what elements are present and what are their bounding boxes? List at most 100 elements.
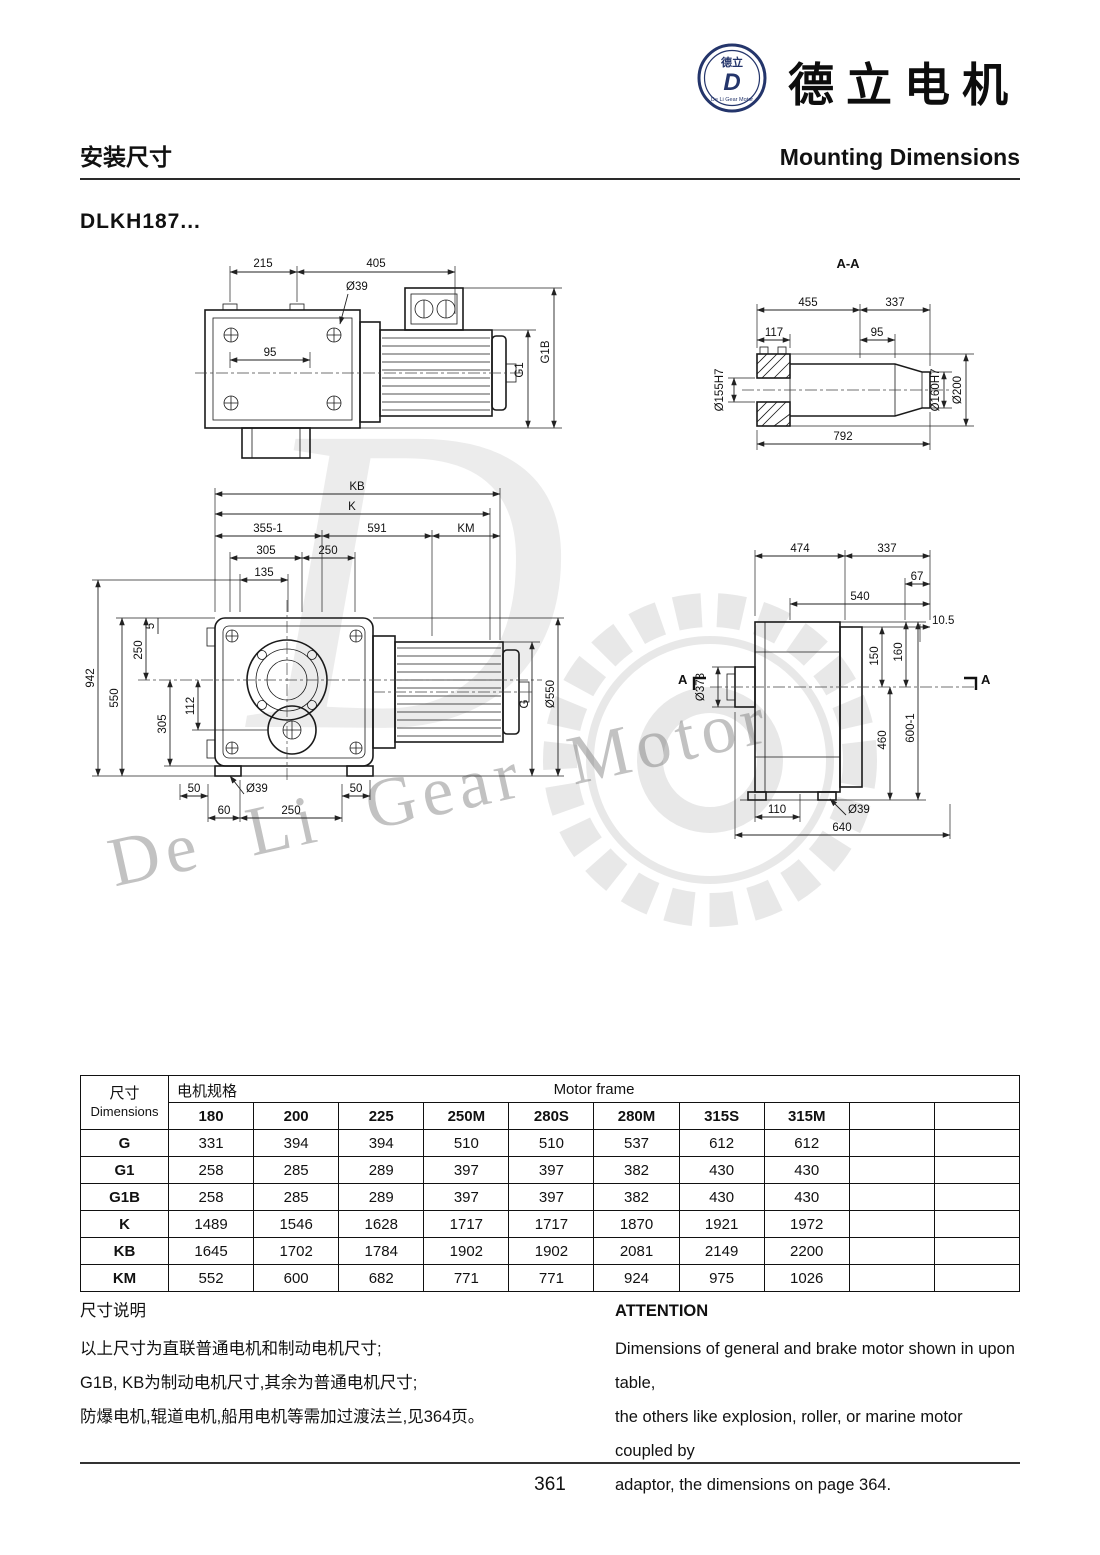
dim-header-cell: 尺寸 Dimensions	[80, 1075, 169, 1130]
dim-label: Ø160H7	[930, 369, 942, 412]
logo-subtext: De Li Gear Motor	[711, 97, 753, 103]
table-cell: 552	[167, 1264, 255, 1292]
table-cell: 258	[167, 1156, 255, 1184]
note-line: Dimensions of general and brake motor sh…	[615, 1340, 1015, 1392]
column-header: 180	[167, 1102, 255, 1130]
dim-label: 5	[145, 623, 157, 629]
notes-english: ATTENTION Dimensions of general and brak…	[615, 1296, 1020, 1502]
table-cell: 430	[678, 1183, 765, 1211]
column-header: 200	[253, 1102, 340, 1130]
centerlines	[138, 600, 542, 780]
brand-logo-icon: 德立 D De Li Gear Motor	[697, 43, 767, 113]
drawing-front-view: KB K 355-1 591 KM 305 250 135 942 550	[85, 481, 564, 822]
table-cell: 1717	[423, 1210, 510, 1238]
table-cell: 1902	[423, 1237, 510, 1265]
dimension-lines: 215 405 Ø39 95 G1 G1B	[229, 258, 562, 429]
dim-label: Ø373	[695, 673, 707, 701]
note-line: the others like explosion, roller, or ma…	[615, 1408, 963, 1460]
dim-label: Ø155H7	[714, 369, 726, 412]
table-cell: 537	[593, 1129, 680, 1157]
dim-label: 792	[833, 431, 852, 443]
dim-label: 550	[109, 688, 121, 707]
table-cell	[848, 1129, 935, 1157]
table-cell: 382	[593, 1183, 680, 1211]
dim-label: 60	[218, 805, 231, 817]
table-cell	[933, 1129, 1021, 1157]
dim-label: 305	[157, 714, 169, 733]
table-cell: 975	[678, 1264, 765, 1292]
dim-label: 135	[254, 567, 273, 579]
dim-label: 95	[871, 327, 884, 339]
drawing-section-aa: A-A 455 337 117	[714, 256, 974, 450]
table-cell: 1902	[508, 1237, 595, 1265]
section-markers: A A	[678, 672, 991, 690]
dim-label: 600-1	[905, 713, 917, 742]
row-label: KM	[80, 1264, 169, 1292]
dim-label: 160	[893, 642, 905, 661]
dim-label: 250	[281, 805, 300, 817]
drawings-area: D De Li Gear Motor	[0, 240, 1100, 1075]
table-cell: 394	[338, 1129, 425, 1157]
column-header: 315S	[678, 1102, 765, 1130]
dimension-lines: 474 337 67 540 10.5 Ø373 150 160 460	[695, 543, 954, 839]
table-cell: 397	[423, 1156, 510, 1184]
model-designation: DLKH187...	[80, 210, 201, 233]
table-cell: 510	[508, 1129, 595, 1157]
table-cell: 924	[593, 1264, 680, 1292]
note-line: 防爆电机,辊道电机,船用电机等需加过渡法兰,见364页。	[80, 1408, 485, 1426]
table-cell: 1026	[763, 1264, 850, 1292]
table-cell	[848, 1183, 935, 1211]
dimension-lines: 455 337 117 95 792 Ø155H7 Ø160H7 Ø200	[714, 297, 974, 450]
table-cell	[933, 1156, 1021, 1184]
table-cell: 2200	[763, 1237, 850, 1265]
note-line: 以上尺寸为直联普通电机和制动电机尺寸;	[80, 1340, 382, 1358]
dim-label: Ø39	[246, 783, 268, 795]
dim-label: 355-1	[253, 523, 282, 535]
dim-label: 67	[911, 571, 924, 583]
dim-label: 10.5	[932, 615, 954, 627]
dim-label: 591	[367, 523, 386, 535]
dim-label: KM	[457, 523, 474, 535]
column-header	[848, 1102, 935, 1130]
table-cell: 771	[508, 1264, 595, 1292]
note-line: G1B, KB为制动电机尺寸,其余为普通电机尺寸;	[80, 1374, 418, 1392]
table-cell: 1702	[253, 1237, 340, 1265]
section-marker-label: A	[981, 672, 991, 687]
table-cell: 600	[253, 1264, 340, 1292]
dim-label: Ø550	[545, 680, 557, 708]
drawing-side-view: 215 405 Ø39 95 G1 G1B	[195, 258, 562, 459]
housing-outline	[206, 617, 374, 777]
table-cell	[848, 1237, 935, 1265]
table-cell: 1489	[167, 1210, 255, 1238]
table-cell: 397	[508, 1156, 595, 1184]
table-cell: 289	[338, 1156, 425, 1184]
table-cell: 1546	[253, 1210, 340, 1238]
title-row: 安装尺寸 Mounting Dimensions	[80, 138, 1020, 172]
gearbox-outline	[204, 303, 361, 459]
column-header: 315M	[763, 1102, 850, 1130]
column-header	[933, 1102, 1021, 1130]
column-header: 225	[338, 1102, 425, 1130]
section-title: A-A	[836, 256, 860, 271]
table-cell	[848, 1156, 935, 1184]
dim-label: 250	[318, 545, 337, 557]
dim-header-cn: 尺寸	[109, 1085, 140, 1102]
table-header-row-frame: 尺寸 Dimensions 电机规格 Motor frame	[80, 1075, 1020, 1130]
dimension-table: 尺寸 Dimensions 电机规格 Motor frame 180 200 2…	[80, 1075, 1021, 1292]
row-label: G	[80, 1129, 169, 1157]
header-rule	[80, 178, 1020, 180]
dim-label: 405	[366, 258, 385, 270]
dim-label: G1B	[540, 340, 552, 363]
table-cell: 2081	[593, 1237, 680, 1265]
column-header: 280M	[593, 1102, 680, 1130]
dim-label: 460	[877, 730, 889, 749]
page-title-en: Mounting Dimensions	[779, 144, 1020, 170]
table-cell: 510	[423, 1129, 510, 1157]
table-cell: 1717	[508, 1210, 595, 1238]
column-header: 250M	[423, 1102, 510, 1130]
